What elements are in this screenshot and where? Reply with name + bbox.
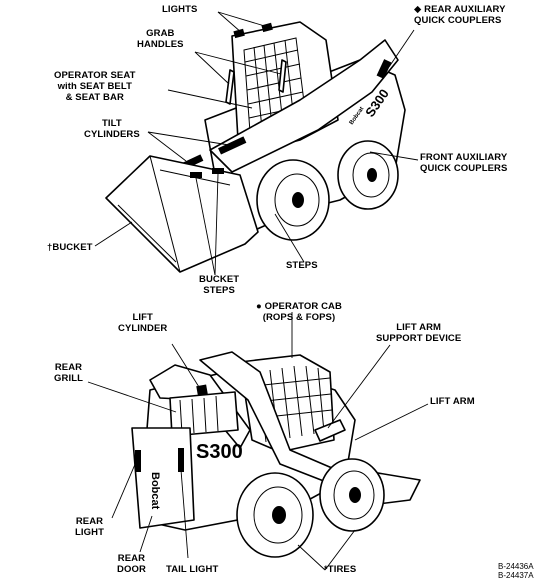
- front-bucket: [105, 155, 259, 273]
- figure-reference-codes: B-24436A B-24437A: [498, 562, 534, 580]
- rear-tail-light-shape: [178, 448, 184, 472]
- label-tilt-cylinders: TILT CYLINDERS: [84, 118, 140, 140]
- rear-tire-left: [236, 472, 314, 558]
- label-steps: STEPS: [286, 260, 318, 271]
- front-tire-left: [256, 159, 330, 241]
- label-rear-auxiliary-quick-couplers: ◆ REAR AUXILIARY QUICK COUPLERS: [414, 4, 506, 26]
- label-tail-light: TAIL LIGHT: [166, 564, 219, 575]
- label-rear-grill: REAR GRILL: [54, 362, 83, 384]
- label-front-auxiliary-quick-couplers: FRONT AUXILIARY QUICK COUPLERS: [420, 152, 508, 174]
- rear-brand-text: Bobcat: [149, 472, 161, 510]
- front-bucket-step-right: [212, 168, 224, 174]
- leader-lines: [87, 11, 429, 571]
- front-tilt-cylinder-right: [218, 136, 247, 155]
- label-bucket: †BUCKET: [47, 242, 93, 253]
- label-lift-arm-support-device: LIFT ARM SUPPORT DEVICE: [376, 322, 462, 344]
- rear-model-text: S300: [196, 441, 243, 463]
- front-light-left: [233, 28, 245, 39]
- rear-view-loader: S300 Bobcat: [131, 351, 421, 558]
- label-bucket-steps: BUCKET STEPS: [199, 274, 240, 296]
- rear-tire-right: [319, 458, 385, 532]
- label-lift-arm: LIFT ARM: [430, 396, 475, 407]
- label-tires: *TIRES: [324, 564, 357, 575]
- front-light-right: [261, 22, 273, 33]
- front-rear-couplers: [376, 59, 392, 79]
- label-rear-light: REAR LIGHT: [75, 516, 104, 538]
- label-operator-cab: ● OPERATOR CAB (ROPS & FOPS): [256, 301, 342, 323]
- rear-grill: [169, 391, 239, 437]
- front-tire-right: [337, 140, 399, 210]
- label-lights: LIGHTS: [162, 4, 198, 15]
- front-grab-handle-right: [278, 59, 287, 93]
- front-view-loader: S300 Bobcat: [105, 21, 406, 273]
- label-grab-handles: GRAB HANDLES: [137, 28, 184, 50]
- label-rear-door: REAR DOOR: [117, 553, 146, 575]
- label-operator-seat: OPERATOR SEAT with SEAT BELT & SEAT BAR: [54, 70, 136, 103]
- front-grab-handle-left: [225, 69, 235, 105]
- front-bucket-step-left: [190, 172, 202, 178]
- front-lift-arm: [209, 39, 399, 173]
- label-lift-cylinder: LIFT CYLINDER: [118, 312, 168, 334]
- rear-light-shape: [135, 450, 141, 472]
